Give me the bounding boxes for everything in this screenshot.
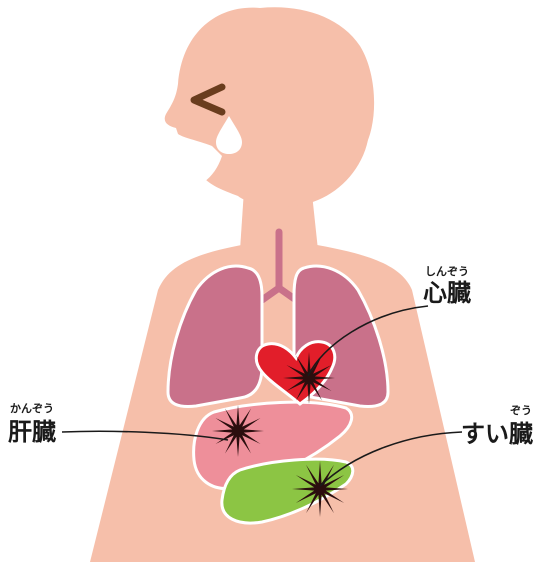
liver-label-ruby: かんぞう — [10, 402, 54, 415]
heart-label: しんぞう 心臓 — [423, 265, 471, 307]
liver-label-text: 肝臓 — [8, 418, 56, 446]
heart-label-text: 心臓 — [423, 279, 471, 307]
pancreas-label: ぞう すい臓 — [461, 404, 533, 448]
pancreas-label-ruby: ぞう — [510, 404, 532, 417]
head — [165, 7, 374, 206]
heart-label-ruby: しんぞう — [425, 265, 469, 278]
liver-label: かんぞう 肝臓 — [8, 402, 56, 446]
pancreas-label-text: すい臓 — [461, 420, 533, 448]
